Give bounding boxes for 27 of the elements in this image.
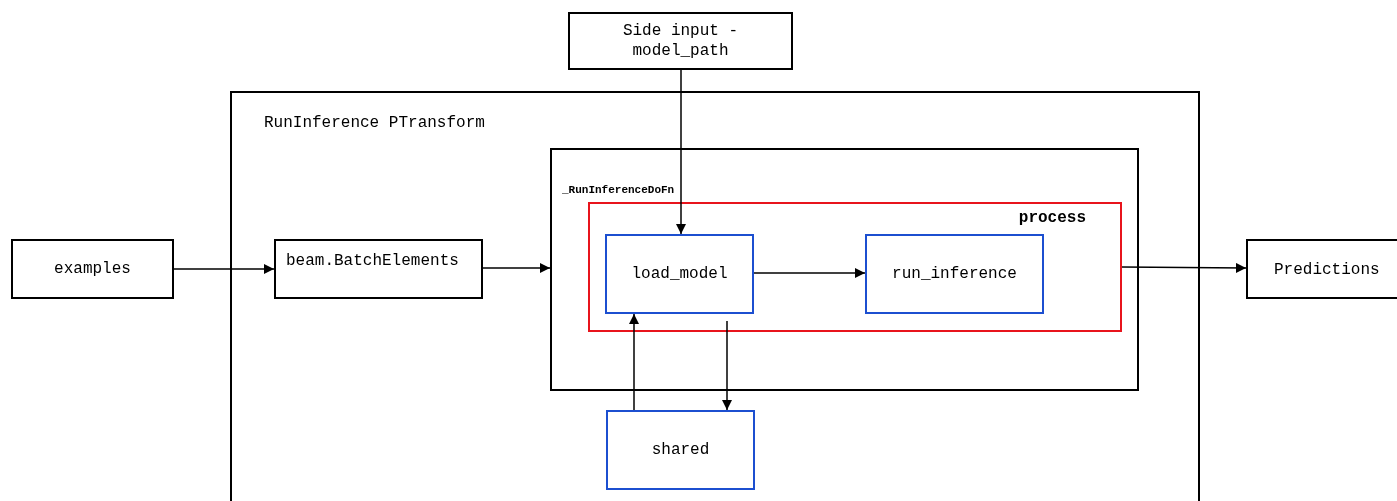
input-box (568, 12, 793, 70)
box-label: _RunInferenceDoFn (562, 183, 675, 198)
box-label: shared (651, 440, 710, 460)
arrow (1121, 262, 1247, 273)
process-container (588, 202, 1122, 332)
arrow (676, 69, 686, 235)
box-label: run_inference (892, 264, 1017, 284)
arrow (173, 264, 275, 274)
arrow (482, 263, 551, 273)
arrow (753, 268, 866, 278)
box-label: examples (54, 259, 131, 279)
dofn-container (550, 148, 1139, 391)
process-box (865, 234, 1044, 314)
output-box (1246, 239, 1397, 299)
arrow (629, 313, 639, 411)
box-label: process (1018, 208, 1086, 228)
arrow (722, 320, 732, 411)
process-box (605, 234, 754, 314)
box-label: load_model (631, 264, 728, 284)
transform-container (230, 91, 1200, 501)
box-label: Side input - model_path (621, 21, 740, 61)
box-label: beam.BatchElements (286, 251, 460, 271)
input-box (11, 239, 174, 299)
storage-box (606, 410, 755, 490)
box-label: Predictions (1274, 260, 1380, 280)
box-label: RunInference PTransform (264, 113, 485, 133)
process-box (274, 239, 483, 299)
